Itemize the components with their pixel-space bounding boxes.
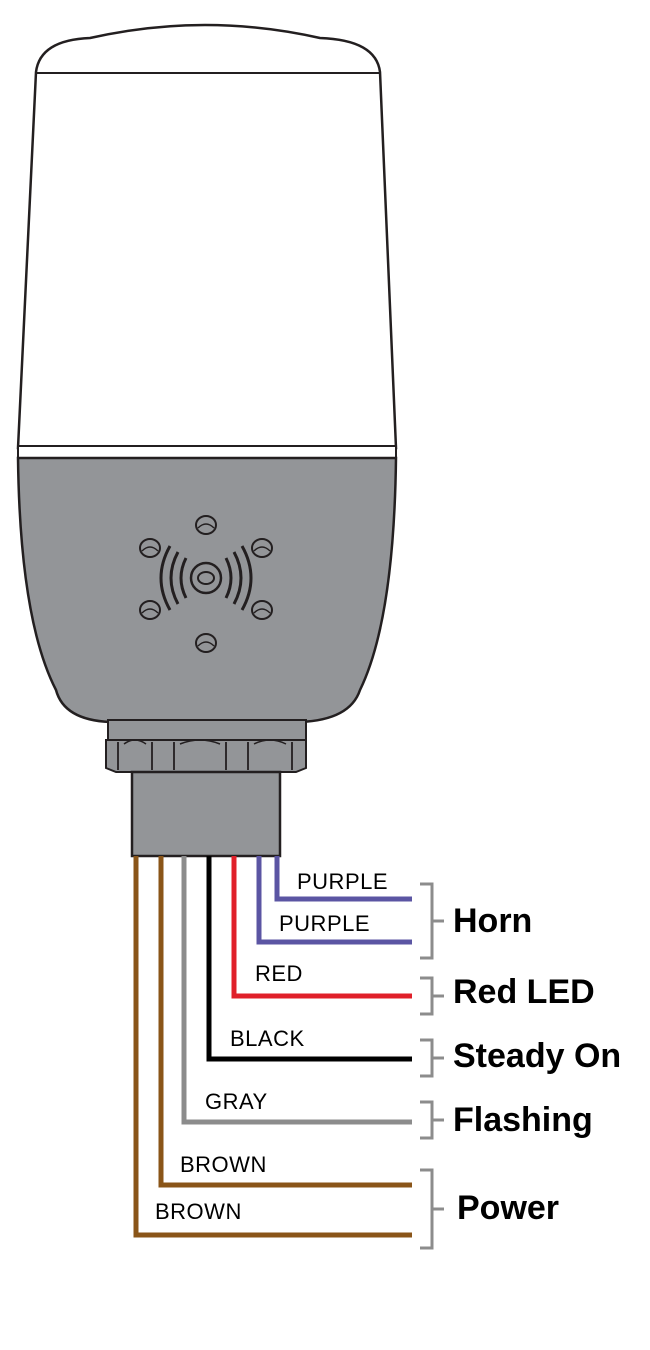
connector-body (130, 770, 282, 858)
wire-label-brown-2: BROWN (155, 1199, 242, 1224)
wire-black (206, 856, 412, 1062)
sound-hole-icon (139, 600, 161, 620)
wire-purple-1 (274, 856, 412, 902)
sound-hole-icon (251, 600, 273, 620)
wire-label-black: BLACK (230, 1026, 305, 1051)
function-label-power: Power (457, 1189, 559, 1227)
bracket-power (420, 1168, 444, 1250)
sound-hole-icon (195, 515, 217, 535)
function-labels: Horn Red LED Steady On Flashing Power (453, 902, 621, 1227)
wire-label-red: RED (255, 961, 303, 986)
wire-purple-2 (256, 856, 412, 945)
bracket-horn (420, 882, 444, 960)
wire-label-gray: GRAY (205, 1089, 268, 1114)
sound-hole-icon (195, 633, 217, 653)
tower-lens (16, 23, 398, 459)
wire-label-purple-2: PURPLE (279, 911, 370, 936)
wire-brown-2 (133, 856, 412, 1238)
sound-wave-icon (159, 545, 253, 611)
function-label-horn: Horn (453, 902, 532, 940)
function-label-flashing: Flashing (453, 1101, 593, 1139)
mounting-nut (105, 719, 307, 773)
wire-labels: PURPLE PURPLE RED BLACK GRAY BROWN BROWN (155, 869, 388, 1224)
sound-hole-icon (251, 538, 273, 558)
function-label-red-led: Red LED (453, 973, 595, 1011)
wires (133, 856, 412, 1238)
brackets (420, 882, 444, 1250)
bracket-steady-on (420, 1038, 444, 1078)
sound-hole-icon (139, 538, 161, 558)
bracket-red-led (420, 976, 444, 1016)
horn-grille (139, 515, 273, 653)
wire-brown-1 (158, 856, 412, 1188)
wire-label-brown-1: BROWN (180, 1152, 267, 1177)
wire-red (231, 856, 412, 999)
wire-label-purple-1: PURPLE (297, 869, 388, 894)
wire-gray (181, 856, 412, 1125)
bracket-flashing (420, 1100, 444, 1140)
function-label-steady-on: Steady On (453, 1037, 621, 1075)
